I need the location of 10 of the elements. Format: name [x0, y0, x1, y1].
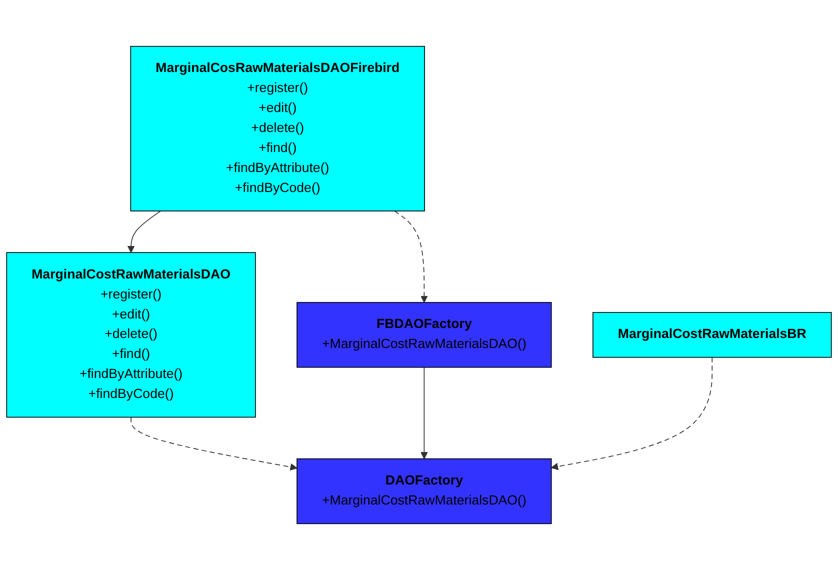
node-box: MarginalCosRawMaterialsDAOFirebird +register() +edit() +delete() +find() +findByAttribute() +findByCode(): [130, 46, 425, 212]
arrow: [127, 210, 161, 253]
node-box: FBDAOFactory +MarginalCostRawMaterialsDAO(): [296, 302, 552, 368]
node-box: MarginalCostRawMaterialsDAO +register() +edit() +delete() +find() +findByAttribute() +findByCode(): [6, 252, 256, 418]
node-box: DAOFactory +MarginalCostRawMaterialsDAO(): [296, 458, 552, 524]
arrow: [394, 210, 428, 303]
arrow: [551, 356, 713, 470]
arrow: [420, 366, 428, 460]
node-box: MarginalCostRawMaterialsBR: [592, 312, 832, 358]
arrow: [130, 416, 298, 471]
